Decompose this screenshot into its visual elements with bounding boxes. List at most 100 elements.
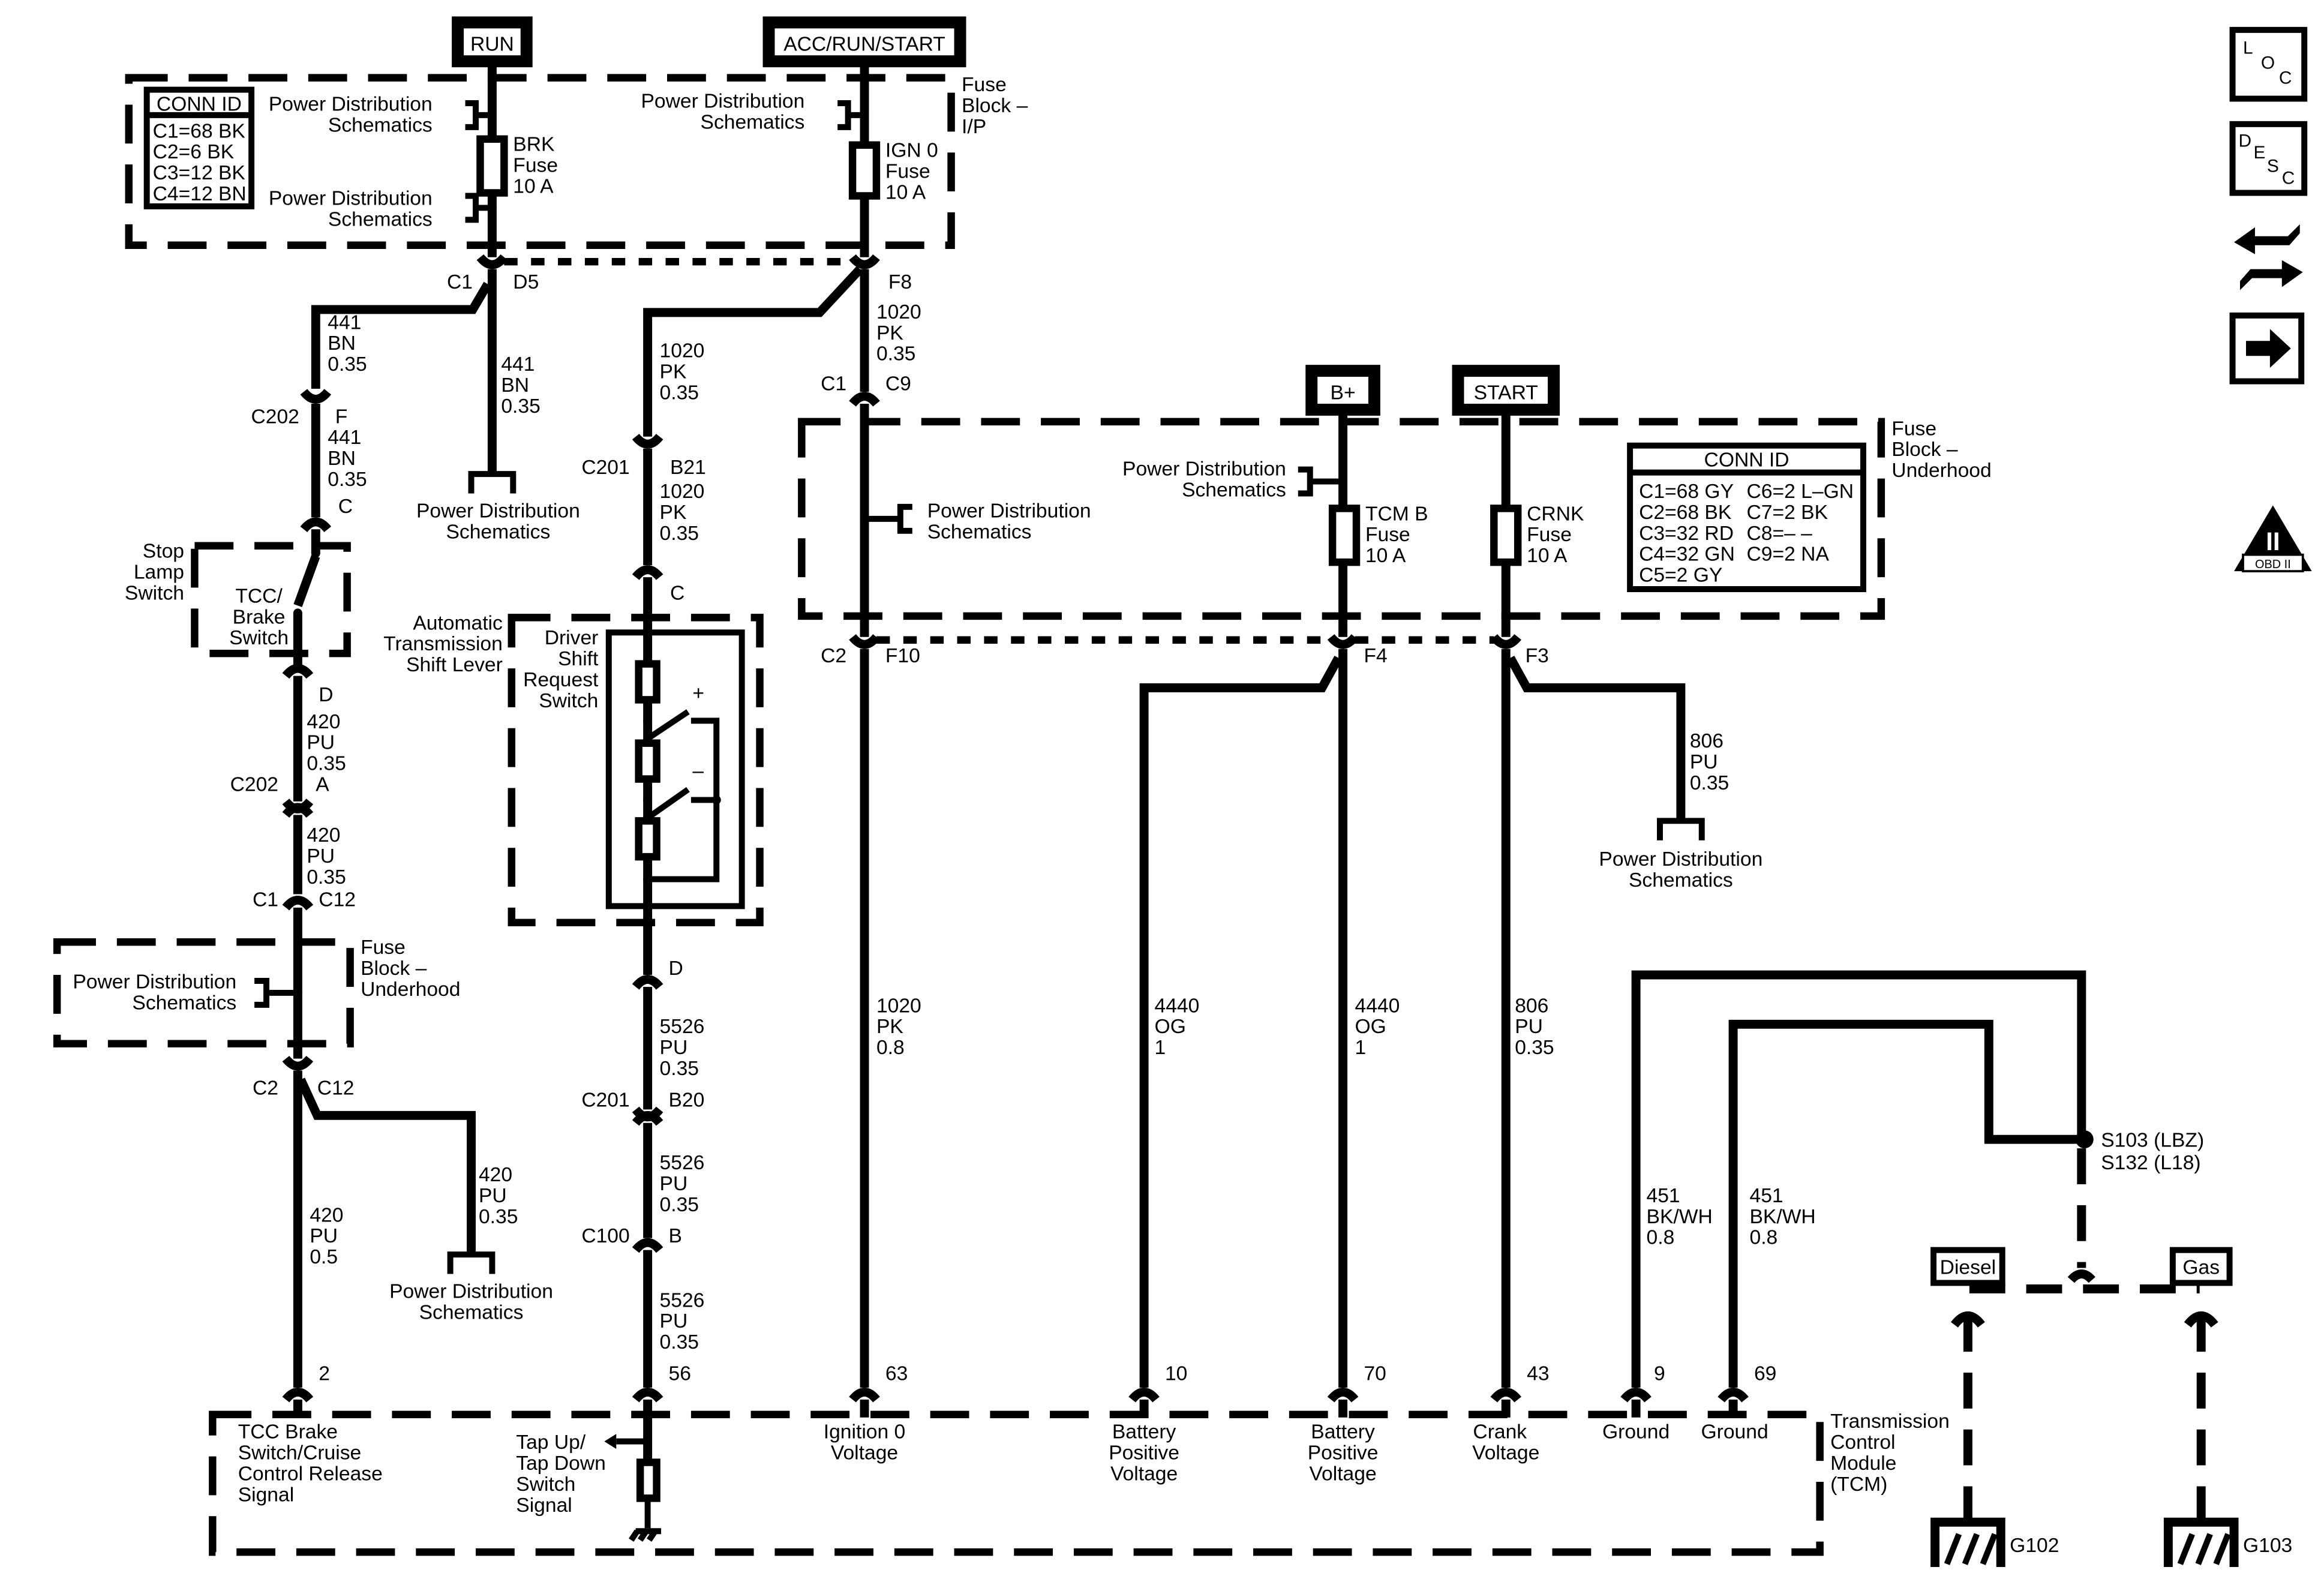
- svg-text:F8: F8: [888, 271, 912, 293]
- svg-text:C1=68 GY: C1=68 GY: [1639, 481, 1734, 503]
- svg-text:C1: C1: [821, 373, 846, 395]
- svg-text:C9: C9: [885, 373, 911, 395]
- svg-text:G103: G103: [2243, 1535, 2292, 1557]
- svg-text:420: 420: [307, 711, 340, 733]
- loc-icon[interactable]: L O C: [2229, 26, 2308, 102]
- svg-text:10 A: 10 A: [513, 176, 554, 198]
- svg-text:C202: C202: [251, 406, 299, 428]
- svg-text:C1=68 BK: C1=68 BK: [153, 120, 246, 142]
- svg-text:10 A: 10 A: [1527, 545, 1568, 567]
- desc-icon[interactable]: D E S C: [2229, 121, 2308, 196]
- svg-text:Power Distribution: Power Distribution: [269, 187, 433, 209]
- svg-text:0.35: 0.35: [328, 469, 367, 491]
- svg-text:C2: C2: [253, 1077, 278, 1099]
- svg-text:C100: C100: [581, 1225, 629, 1247]
- svg-text:Power Distribution: Power Distribution: [73, 971, 236, 993]
- brk-fuse: [476, 135, 508, 197]
- svg-text:PK: PK: [660, 502, 687, 524]
- svg-text:Fuse: Fuse: [1527, 524, 1572, 546]
- svg-text:C2: C2: [821, 645, 846, 667]
- svg-text:Driver: Driver: [545, 627, 599, 649]
- svg-text:Power Distribution: Power Distribution: [927, 500, 1091, 522]
- svg-text:TCC Brake: TCC Brake: [238, 1421, 338, 1443]
- svg-text:Schematics: Schematics: [446, 521, 550, 543]
- svg-text:S103 (LBZ): S103 (LBZ): [2101, 1130, 2204, 1152]
- svg-text:Schematics: Schematics: [1182, 479, 1286, 501]
- svg-text:Fuse: Fuse: [361, 936, 406, 959]
- svg-text:C201: C201: [581, 457, 629, 479]
- harness-connector-icon[interactable]: [2234, 224, 2303, 290]
- svg-text:70: 70: [1364, 1362, 1386, 1385]
- svg-text:PU: PU: [479, 1185, 507, 1207]
- svg-text:4440: 4440: [1155, 995, 1200, 1017]
- svg-text:Schematics: Schematics: [419, 1301, 524, 1323]
- fuse-block-ip: Fuse Block – I/P CONN ID C1=68 BK C2=6 B…: [125, 61, 1028, 257]
- svg-text:Schematics: Schematics: [328, 208, 433, 230]
- tcc-brake-stop-lamp-switch: Stop Lamp Switch TCC/ Brake Switch: [125, 529, 351, 667]
- start-label: START: [1474, 382, 1538, 404]
- svg-text:Schematics: Schematics: [701, 111, 805, 133]
- svg-text:Brake: Brake: [233, 606, 286, 628]
- obd-ii-icon[interactable]: II OBD II: [2234, 505, 2312, 572]
- svg-text:C: C: [2279, 68, 2292, 88]
- transmission-control-module: Transmission Control Module (TCM) 2 56 6…: [209, 1362, 1950, 1556]
- svg-text:1: 1: [1155, 1037, 1166, 1059]
- svg-text:BRK: BRK: [513, 134, 555, 156]
- svg-text:F: F: [335, 406, 348, 428]
- svg-text:E: E: [2253, 143, 2265, 163]
- svg-text:C: C: [670, 582, 684, 604]
- svg-text:D5: D5: [513, 271, 539, 293]
- svg-text:PU: PU: [660, 1310, 688, 1332]
- svg-text:S: S: [2267, 157, 2279, 176]
- svg-text:C12: C12: [319, 888, 356, 911]
- svg-text:5526: 5526: [660, 1152, 705, 1174]
- svg-text:0.35: 0.35: [660, 1331, 699, 1353]
- svg-text:Switch: Switch: [539, 690, 598, 712]
- start-header: START: [1452, 365, 1560, 416]
- tcm-b-fuse: [1328, 505, 1361, 566]
- svg-text:1020: 1020: [876, 995, 921, 1017]
- svg-text:0.35: 0.35: [1515, 1037, 1554, 1059]
- acc-run-start-label: ACC/RUN/START: [783, 34, 945, 56]
- svg-text:5526: 5526: [660, 1289, 705, 1311]
- svg-text:PU: PU: [660, 1173, 688, 1195]
- svg-text:Switch/Cruise: Switch/Cruise: [238, 1442, 362, 1464]
- svg-text:TCM B: TCM B: [1365, 503, 1428, 525]
- svg-text:Shift Lever: Shift Lever: [406, 654, 503, 676]
- svg-text:Tap Up/: Tap Up/: [516, 1431, 586, 1454]
- svg-text:OG: OG: [1155, 1016, 1186, 1038]
- svg-text:Signal: Signal: [238, 1484, 294, 1506]
- svg-text:Underhood: Underhood: [1891, 460, 1991, 482]
- next-page-arrow-icon[interactable]: [2229, 312, 2305, 385]
- svg-text:L: L: [2243, 38, 2253, 58]
- svg-text:F10: F10: [885, 645, 920, 667]
- svg-text:BK/WH: BK/WH: [1750, 1206, 1816, 1228]
- automatic-transmission-shift-lever: Automatic Transmission Shift Lever Drive…: [383, 577, 764, 975]
- ground-g102: G102: [1930, 1517, 2059, 1568]
- svg-text:Positive: Positive: [1308, 1442, 1379, 1464]
- ign0-fuse: [848, 141, 881, 200]
- svg-text:Control Release: Control Release: [238, 1463, 383, 1485]
- svg-text:C2=68 BK: C2=68 BK: [1639, 502, 1732, 524]
- svg-text:Transmission: Transmission: [383, 633, 503, 655]
- diesel-option-label: Diesel: [1930, 1247, 2005, 1286]
- svg-text:Signal: Signal: [516, 1494, 572, 1517]
- svg-text:10: 10: [1165, 1362, 1187, 1385]
- svg-text:Switch: Switch: [125, 582, 184, 604]
- svg-text:PU: PU: [310, 1225, 338, 1247]
- svg-text:420: 420: [479, 1164, 512, 1186]
- svg-text:TCC/: TCC/: [235, 585, 283, 607]
- svg-text:C5=2 GY: C5=2 GY: [1639, 565, 1722, 587]
- svg-text:0.35: 0.35: [501, 395, 540, 418]
- svg-text:BN: BN: [328, 332, 356, 355]
- svg-text:C9=2 NA: C9=2 NA: [1747, 544, 1830, 566]
- svg-text:Power Distribution: Power Distribution: [1122, 458, 1286, 481]
- svg-text:PK: PK: [876, 1016, 903, 1038]
- svg-text:451: 451: [1750, 1185, 1783, 1207]
- svg-text:Voltage: Voltage: [831, 1442, 898, 1464]
- svg-text:Ground: Ground: [1701, 1421, 1768, 1443]
- svg-text:IGN 0: IGN 0: [885, 140, 938, 162]
- svg-text:0.35: 0.35: [479, 1206, 518, 1228]
- svg-text:B: B: [669, 1225, 682, 1247]
